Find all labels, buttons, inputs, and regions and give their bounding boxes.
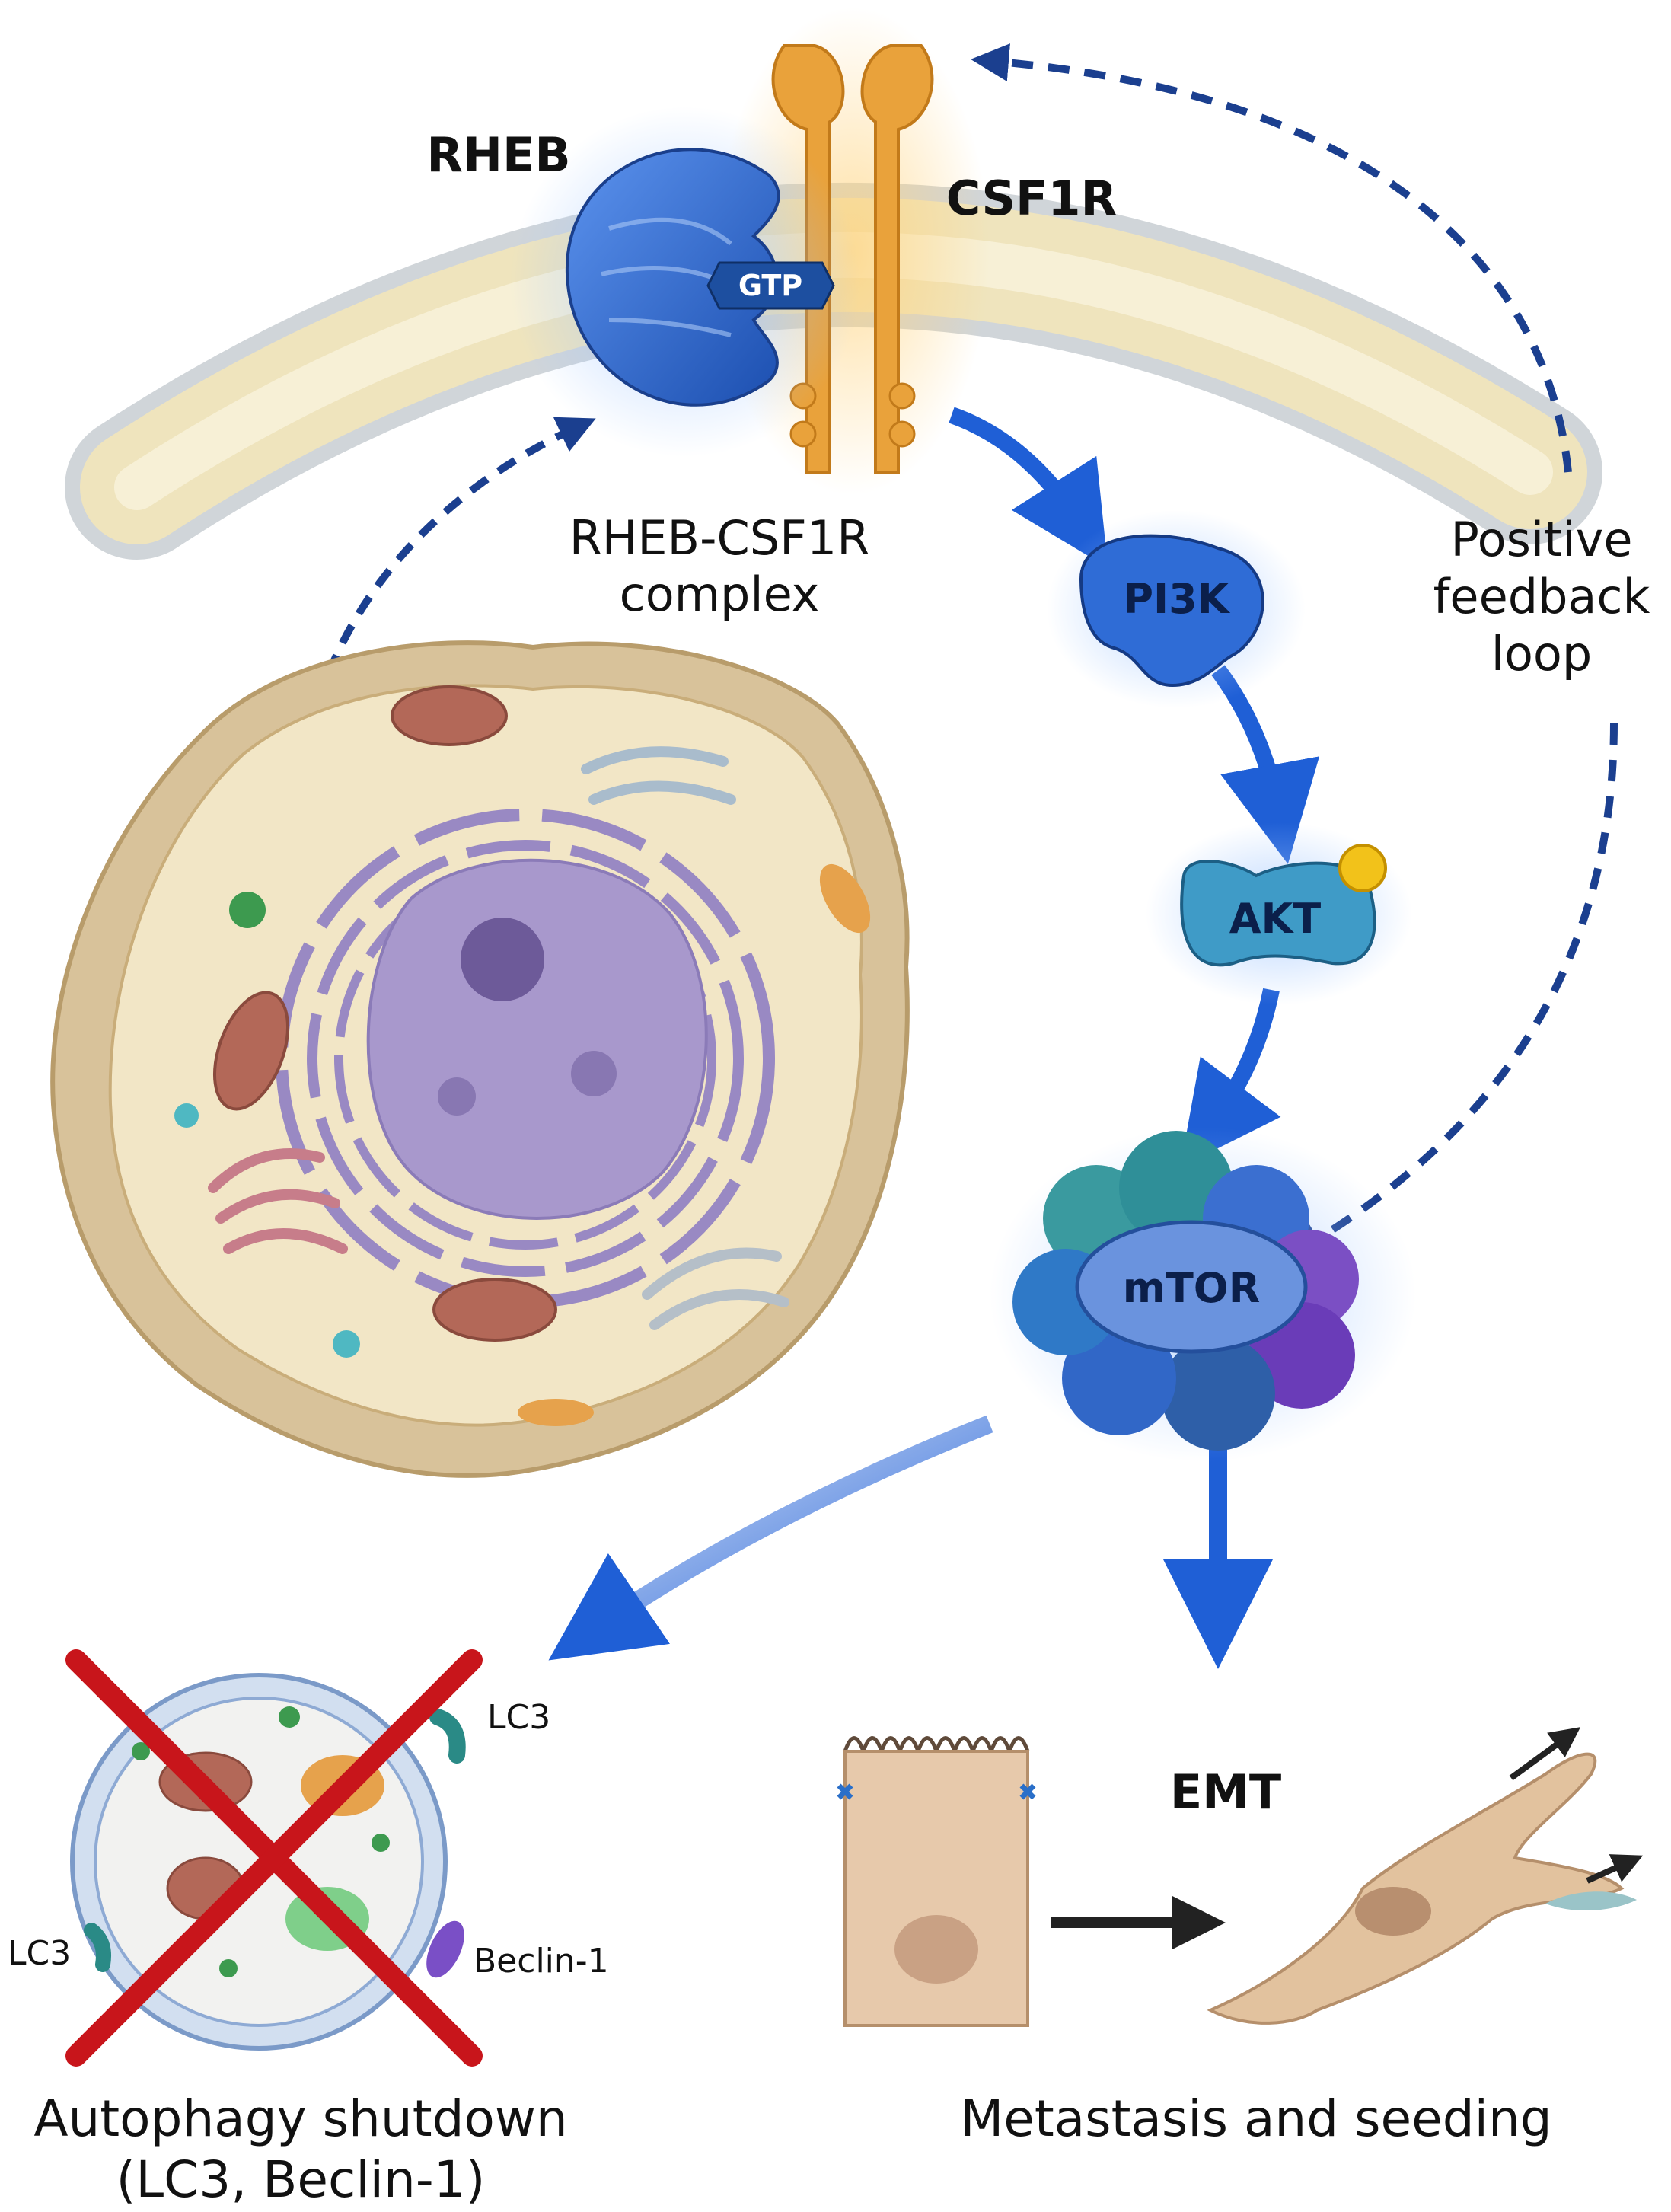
complex-label-line1: RHEB-CSF1R: [569, 510, 870, 566]
mtor-label: mTOR: [1123, 1264, 1261, 1312]
rheb-protein: GTP: [510, 107, 860, 457]
complex-label-line2: complex: [620, 567, 820, 622]
cell-illustration: [50, 640, 910, 1478]
feedback-label-line1: Positive: [1450, 512, 1632, 567]
autophagosome: [65, 1649, 483, 2067]
feedback-label-line2: feedback: [1433, 569, 1650, 624]
migration-arrow-1: [1509, 1727, 1581, 1781]
phosphate-icon: [1338, 844, 1387, 892]
gtp-label: GTP: [738, 269, 802, 302]
akt-label: AKT: [1229, 895, 1322, 943]
metastasis-caption: Metastasis and seeding: [960, 2089, 1551, 2148]
autophagy-caption-line1: Autophagy shutdown: [33, 2089, 567, 2148]
dashed-arrow-feedback-to-csf1r: [971, 43, 1572, 473]
mtor-node: mTOR: [990, 1127, 1416, 1462]
pi3k-node: PI3K: [1047, 510, 1306, 708]
epithelial-cell: [837, 1736, 1036, 2027]
lc3-label-left: LC3: [8, 1934, 71, 1973]
mesenchymal-cell: [1207, 1752, 1637, 2025]
red-cross-line-2: [65, 1649, 483, 2067]
autophagy-caption-line2: (LC3, Beclin-1): [116, 2150, 486, 2209]
csf1r-label: CSF1R: [946, 171, 1118, 226]
lc3-label-top: LC3: [487, 1698, 550, 1737]
arrow-akt-to-mtor: [1180, 988, 1281, 1167]
akt-node: AKT: [1146, 822, 1412, 1005]
arrow-csf1r-to-pi3k: [949, 407, 1108, 568]
feedback-label-line3: loop: [1491, 626, 1592, 681]
rheb-label: RHEB: [426, 127, 570, 183]
pi3k-label: PI3K: [1123, 575, 1230, 623]
emt-label: EMT: [1170, 1764, 1281, 1820]
arrow-mtor-to-autophagy: [548, 1415, 993, 1661]
migration-arrow-2: [1586, 1854, 1644, 1884]
beclin-label: Beclin-1: [474, 1942, 609, 1981]
dashed-arrow-cell-to-rheb: [298, 417, 596, 838]
